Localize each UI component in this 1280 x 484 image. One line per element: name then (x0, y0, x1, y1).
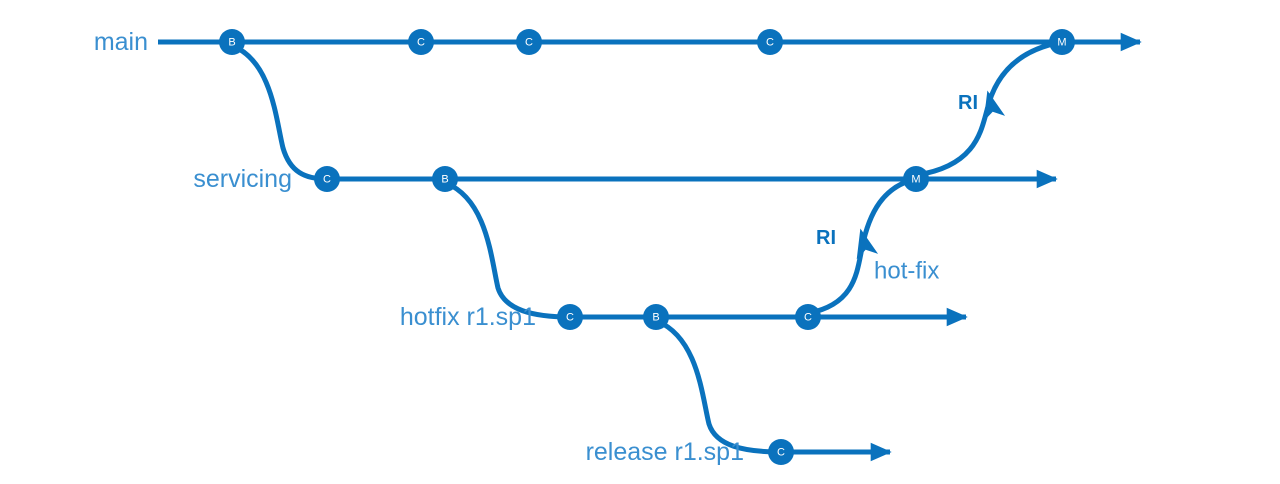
commit-nodes-layer: B C C C M C B M C B C C (219, 29, 1075, 465)
branch-labels-layer: main servicing hotfix r1.sp1 release r1.sp1 (94, 28, 744, 466)
node-circle (432, 166, 458, 192)
commit-node-hotfix-c-0[interactable]: C (557, 304, 583, 330)
node-circle (903, 166, 929, 192)
branch-curve-servicing-to-hotfix (444, 180, 571, 320)
branch-label-main: main (94, 28, 148, 56)
commit-node-hotfix-b-1[interactable]: B (643, 304, 669, 330)
branch-curve-main-to-servicing (231, 43, 328, 182)
node-circle (795, 304, 821, 330)
annotations-layer: RI RI hot-fix (816, 92, 978, 285)
merge-curves-layer (808, 39, 1063, 316)
commit-node-servicing-b-1[interactable]: B (432, 166, 458, 192)
branch-curve-hotfix-to-release (655, 318, 782, 455)
merge-arrow-icon (856, 228, 879, 260)
commit-node-servicing-c-0[interactable]: C (314, 166, 340, 192)
branch-label-hotfix: hotfix r1.sp1 (400, 303, 536, 331)
node-circle (314, 166, 340, 192)
commit-node-servicing-m-2[interactable]: M (903, 166, 929, 192)
node-circle (1049, 29, 1075, 55)
branch-label-release: release r1.sp1 (586, 438, 744, 466)
commit-node-main-m-4[interactable]: M (1049, 29, 1075, 55)
commit-node-main-c-2[interactable]: C (516, 29, 542, 55)
node-circle (219, 29, 245, 55)
node-circle (408, 29, 434, 55)
node-circle (643, 304, 669, 330)
commit-node-main-c-3[interactable]: C (757, 29, 783, 55)
commit-node-main-c-1[interactable]: C (408, 29, 434, 55)
branch-label-servicing: servicing (193, 165, 292, 193)
node-circle (516, 29, 542, 55)
annotation-hot-fix-label: hot-fix (874, 258, 939, 285)
node-circle (768, 439, 794, 465)
commit-node-main-b-0[interactable]: B (219, 29, 245, 55)
branch-curves-layer (231, 43, 782, 455)
merge-arrow-icon (983, 90, 1006, 122)
node-circle (557, 304, 583, 330)
commit-node-hotfix-c-2[interactable]: C (795, 304, 821, 330)
commit-node-release-c-0[interactable]: C (768, 439, 794, 465)
node-circle (757, 29, 783, 55)
merge-label-ri: RI (958, 92, 978, 114)
merge-label-ri: RI (816, 227, 836, 249)
